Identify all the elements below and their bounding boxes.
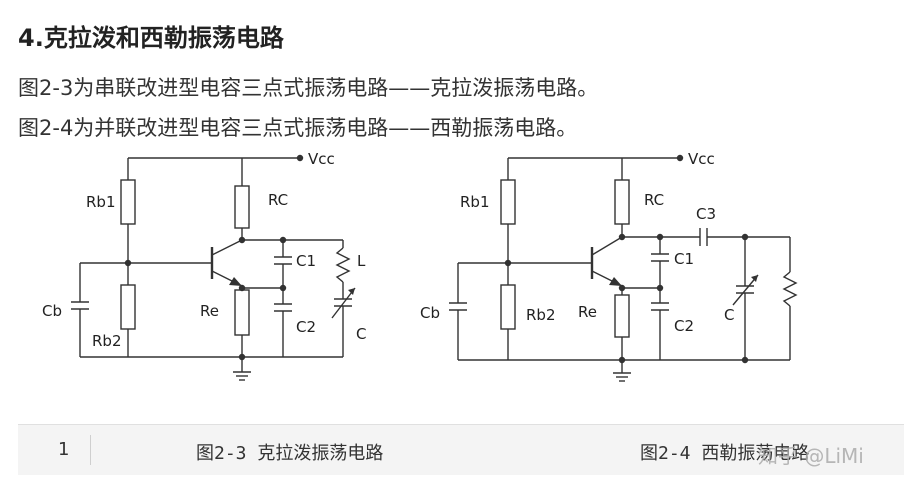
caption-divider xyxy=(90,435,91,465)
seiler-rb2-resistor xyxy=(500,284,516,330)
seiler-c3-label: C3 xyxy=(696,205,716,223)
figure-caption-2-4: 图2-4 西勒振荡电路 xyxy=(640,443,810,464)
seiler-vcc-label: Vcc xyxy=(688,150,715,168)
clapp-re-resistor xyxy=(234,289,250,336)
clapp-re-label: Re xyxy=(200,302,219,320)
clapp-c-label: C xyxy=(356,325,366,343)
clapp-l-label: L xyxy=(357,252,366,270)
clapp-ground-icon xyxy=(233,371,251,381)
clapp-rc-label: RC xyxy=(268,191,288,209)
circuit-diagrams: Vcc Rb1 Cb Rb2 RC xyxy=(42,150,798,382)
section-title: 4.克拉泼和西勒振荡电路 xyxy=(18,24,284,52)
seiler-c-label: C xyxy=(724,306,734,324)
seiler-inductor xyxy=(782,271,798,307)
seiler-cb-label: Cb xyxy=(420,304,440,322)
seiler-rc-label: RC xyxy=(644,191,664,209)
seiler-c2-label: C2 xyxy=(674,317,694,335)
seiler-ground-icon xyxy=(613,372,631,382)
caption-bar: 1 图2-3 克拉泼振荡电路 图2-4 西勒振荡电路 xyxy=(18,424,904,475)
clapp-rb1-resistor xyxy=(120,179,136,225)
description-line-1: 图2-3为串联改进型电容三点式振荡电路——克拉泼振荡电路。 xyxy=(18,76,599,100)
clapp-c1-label: C1 xyxy=(296,252,316,270)
clapp-rb2-resistor xyxy=(120,284,136,330)
seiler-c1-label: C1 xyxy=(674,250,694,268)
watermark: 知乎 @LiMi xyxy=(758,444,864,468)
caption-index: 1 xyxy=(58,439,70,460)
seiler-circuit: Vcc Rb1 Cb Rb2 RC xyxy=(420,150,798,382)
clapp-c2-label: C2 xyxy=(296,318,316,336)
clapp-rb2-label: Rb2 xyxy=(92,332,122,350)
clapp-cb-label: Cb xyxy=(42,302,62,320)
seiler-re-label: Re xyxy=(578,303,597,321)
seiler-rb1-resistor xyxy=(500,179,516,225)
figure-caption-2-3: 图2-3 克拉泼振荡电路 xyxy=(196,443,384,464)
seiler-variable-capacitor xyxy=(732,274,759,306)
clapp-rc-resistor xyxy=(234,185,250,229)
seiler-re-resistor xyxy=(614,294,630,338)
description-line-2: 图2-4为并联改进型电容三点式振荡电路——西勒振荡电路。 xyxy=(18,116,578,140)
clapp-rb1-label: Rb1 xyxy=(86,193,116,211)
seiler-rb1-label: Rb1 xyxy=(460,193,490,211)
seiler-rb2-label: Rb2 xyxy=(526,306,556,324)
seiler-rc-resistor xyxy=(614,179,630,225)
clapp-inductor xyxy=(335,247,351,283)
clapp-circuit: Vcc Rb1 Cb Rb2 RC xyxy=(42,150,366,381)
clapp-vcc-label: Vcc xyxy=(308,150,335,168)
